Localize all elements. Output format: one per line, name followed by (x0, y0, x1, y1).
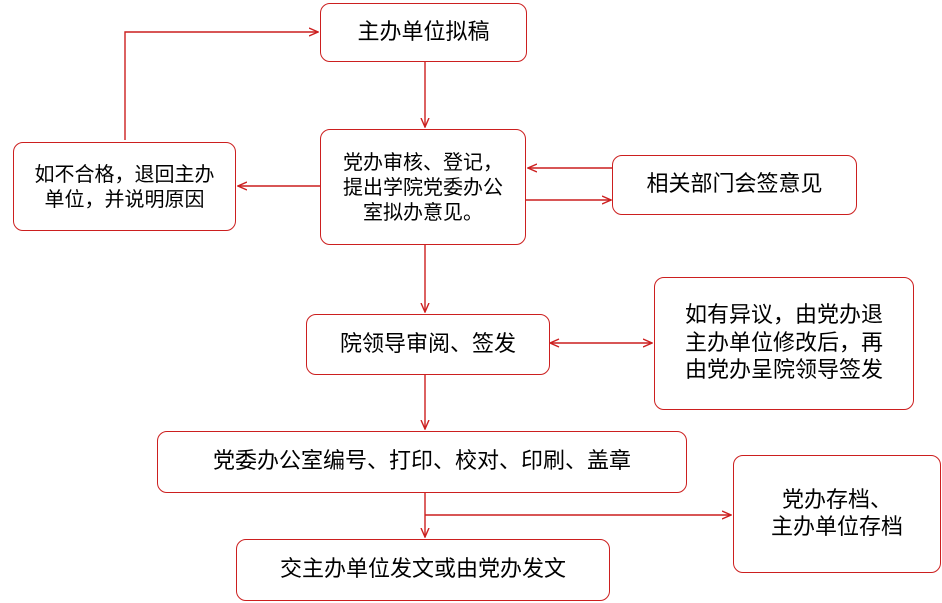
node-issue: 交主办单位发文或由党办发文 (236, 539, 610, 601)
node-draft-label: 主办单位拟稿 (357, 19, 490, 45)
node-archive: 党办存档、 主办单位存档 (733, 455, 941, 573)
node-numbering-label: 党委办公室编号、打印、校对、印刷、盖章 (212, 449, 631, 475)
arrow-reject-to-draft (124, 32, 318, 140)
node-office-review-label: 党办审核、登记， 提出学院党委办公 室拟办意见。 (343, 149, 503, 224)
node-leader-sign-label: 院领导审阅、签发 (339, 331, 516, 357)
node-objection: 如有异议，由党办退 主办单位修改后，再 由党办呈院领导签发 (654, 277, 914, 410)
node-reject-label: 如不合格，退回主办 单位，并说明原因 (34, 161, 215, 211)
node-numbering: 党委办公室编号、打印、校对、印刷、盖章 (157, 431, 687, 493)
node-draft: 主办单位拟稿 (320, 3, 527, 62)
node-office-review: 党办审核、登记， 提出学院党委办公 室拟办意见。 (320, 129, 526, 245)
node-issue-label: 交主办单位发文或由党办发文 (279, 557, 566, 583)
node-archive-label: 党办存档、 主办单位存档 (770, 487, 903, 541)
node-countersign-label: 相关部门会签意见 (646, 172, 823, 198)
node-objection-label: 如有异议，由党办退 主办单位修改后，再 由党办呈院领导签发 (684, 303, 883, 384)
node-leader-sign: 院领导审阅、签发 (306, 314, 550, 375)
node-reject: 如不合格，退回主办 单位，并说明原因 (13, 142, 236, 231)
node-countersign: 相关部门会签意见 (612, 155, 857, 215)
